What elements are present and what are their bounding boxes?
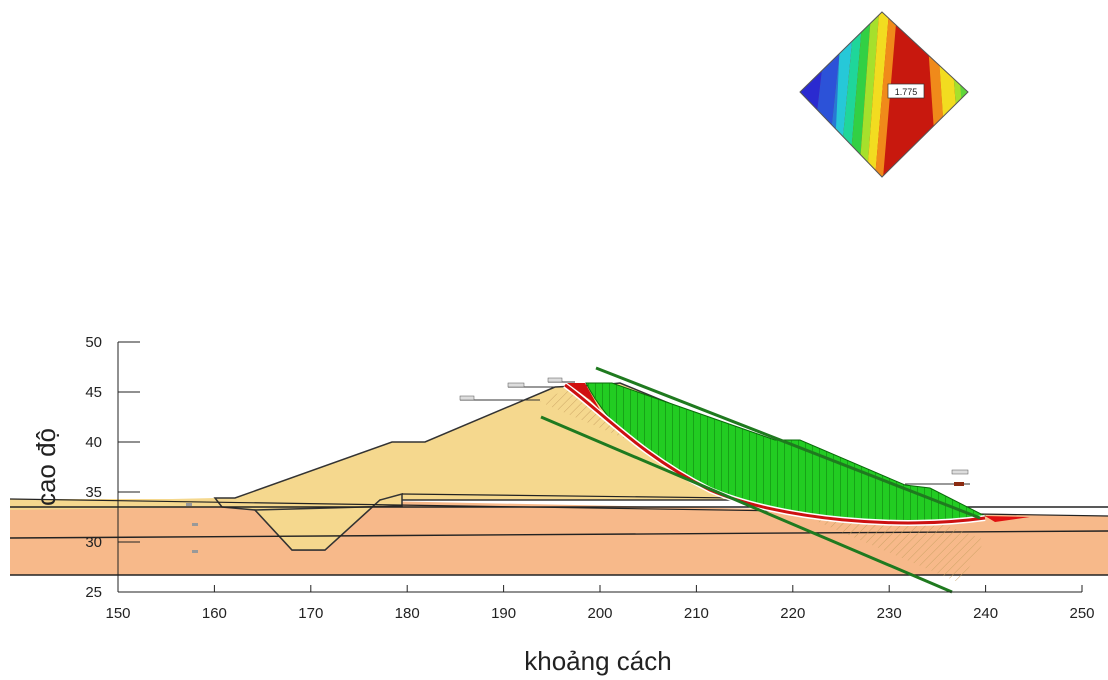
slip-surface-toe-wedge xyxy=(985,516,1030,522)
y-axis-title: cao độ xyxy=(31,428,61,506)
x-tick-label: 200 xyxy=(587,605,612,622)
y-tick-label: 45 xyxy=(85,384,102,401)
x-tick-label: 180 xyxy=(395,605,420,622)
x-tick-label: 210 xyxy=(684,605,709,622)
slip-surface-crest-wedge xyxy=(567,383,600,410)
x-tick-label: 240 xyxy=(973,605,998,622)
y-tick-label: 40 xyxy=(85,434,102,451)
x-tick-label: 220 xyxy=(780,605,805,622)
y-tick-label: 35 xyxy=(85,484,102,501)
grid-limit-line xyxy=(540,415,953,594)
grid-limit-line xyxy=(595,366,981,520)
axes: 150 160 170 180 190 200 210 220 230 240 250 25 30 35 4… xyxy=(85,334,1094,622)
x-tick-label: 250 xyxy=(1069,605,1094,622)
y-tick-label: 25 xyxy=(85,584,102,601)
y-tick-label: 50 xyxy=(85,334,102,351)
safety-factor-contour-grid: 1.775 xyxy=(799,11,969,178)
x-tick-label: 160 xyxy=(202,605,227,622)
contour-value-label: 1.775 xyxy=(895,87,918,97)
contour-value-box xyxy=(887,83,925,99)
x-tick-label: 150 xyxy=(105,605,130,622)
x-tick-label: 190 xyxy=(491,605,516,622)
x-tick-label: 230 xyxy=(877,605,902,622)
y-tick-label: 30 xyxy=(85,534,102,551)
x-axis-title: khoảng cách xyxy=(524,646,671,676)
cross-section xyxy=(9,366,1108,594)
x-tick-label: 170 xyxy=(298,605,323,622)
